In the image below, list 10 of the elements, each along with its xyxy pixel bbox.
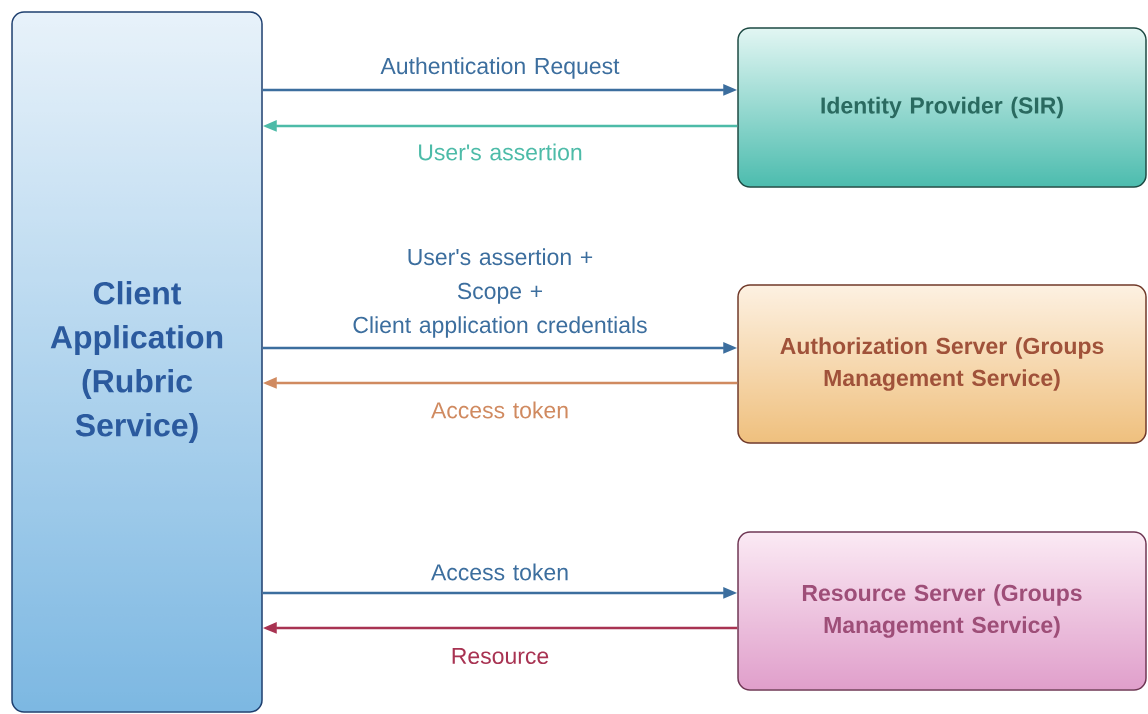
edge-label: User's assertion xyxy=(419,143,582,161)
edge-label: Resource xyxy=(452,647,549,664)
server-box: Resource Server (Groups Management Service) xyxy=(737,531,1147,691)
edge-label: Access token xyxy=(431,563,568,581)
server-box: Identity Provider (SIR) xyxy=(737,27,1147,188)
edge-label: Authentication Request xyxy=(380,57,620,79)
server-box: Authorization Server (Groups Management Service) xyxy=(737,284,1147,444)
edge-label: Access token xyxy=(431,401,568,419)
edge-label: User's assertion + Scope + Client application credentials xyxy=(353,248,647,338)
client-box: Client Application (Rubric Service) xyxy=(11,11,263,713)
